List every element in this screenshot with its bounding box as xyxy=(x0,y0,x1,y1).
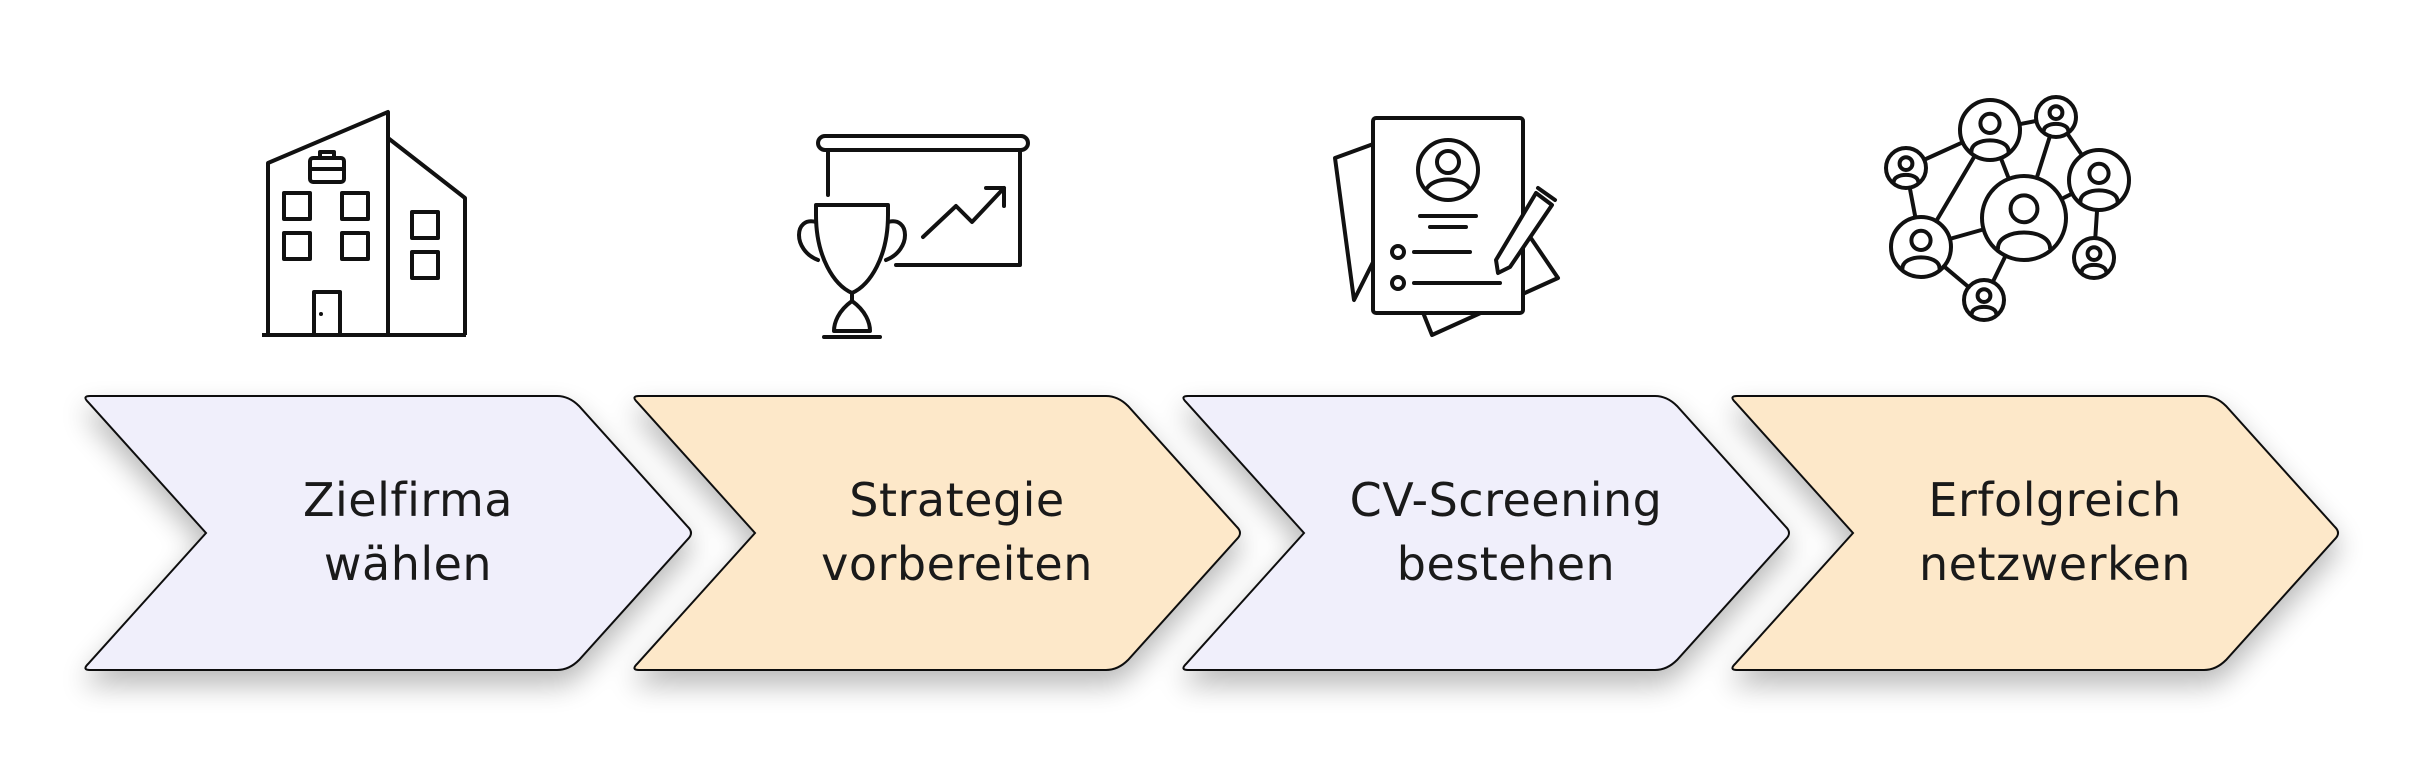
step-2-line-1: Strategie xyxy=(849,473,1065,527)
network-link xyxy=(2065,131,2085,158)
person-node-icon xyxy=(1889,215,1953,279)
network-link xyxy=(2059,191,2075,202)
step-2-line-2: vorbereiten xyxy=(821,537,1093,591)
step-label-3: CV-Screening bestehen xyxy=(1296,468,1716,596)
person-node-icon xyxy=(1962,278,2006,322)
step-3-line-2: bestehen xyxy=(1396,537,1616,591)
chevron-step-4 xyxy=(1731,395,2339,671)
step-1-line-2: wählen xyxy=(323,537,493,591)
network-link xyxy=(1947,227,1986,241)
network-link xyxy=(1990,253,2008,285)
network-link xyxy=(2034,134,2052,180)
step-4-line-2: netzwerken xyxy=(1919,537,2191,591)
office-building-icon xyxy=(262,110,467,337)
step-label-4: Erfolgreich netzwerken xyxy=(1845,468,2265,596)
step-label-2: Strategie vorbereiten xyxy=(747,468,1167,596)
network-link xyxy=(1922,140,1965,162)
step-4-line-1: Erfolgreich xyxy=(1928,473,2182,527)
step-1-line-1: Zielfirma xyxy=(303,473,513,527)
trophy-strategy-board-icon xyxy=(797,134,1030,339)
network-link xyxy=(1934,153,1977,224)
person-node-icon xyxy=(1980,174,2068,262)
step-3-line-1: CV-Screening xyxy=(1349,473,1663,527)
network-link xyxy=(1907,185,1918,220)
people-network-icon xyxy=(1884,95,2131,322)
person-node-icon xyxy=(1958,98,2022,162)
network-link xyxy=(2093,207,2100,241)
step-label-1: Zielfirma wählen xyxy=(198,468,618,596)
person-node-icon xyxy=(1884,146,1928,190)
chevron-row xyxy=(84,395,2339,671)
person-node-icon xyxy=(2034,95,2078,139)
resume-document-icon xyxy=(1333,116,1560,337)
chevron-step-3 xyxy=(1182,395,1790,671)
network-link xyxy=(1941,264,1971,290)
network-link xyxy=(2017,118,2039,127)
person-node-icon xyxy=(2067,148,2131,212)
chevron-step-2 xyxy=(633,395,1241,671)
person-node-icon xyxy=(2072,236,2116,280)
chevron-step-1 xyxy=(84,395,692,671)
network-link xyxy=(1998,155,2011,181)
